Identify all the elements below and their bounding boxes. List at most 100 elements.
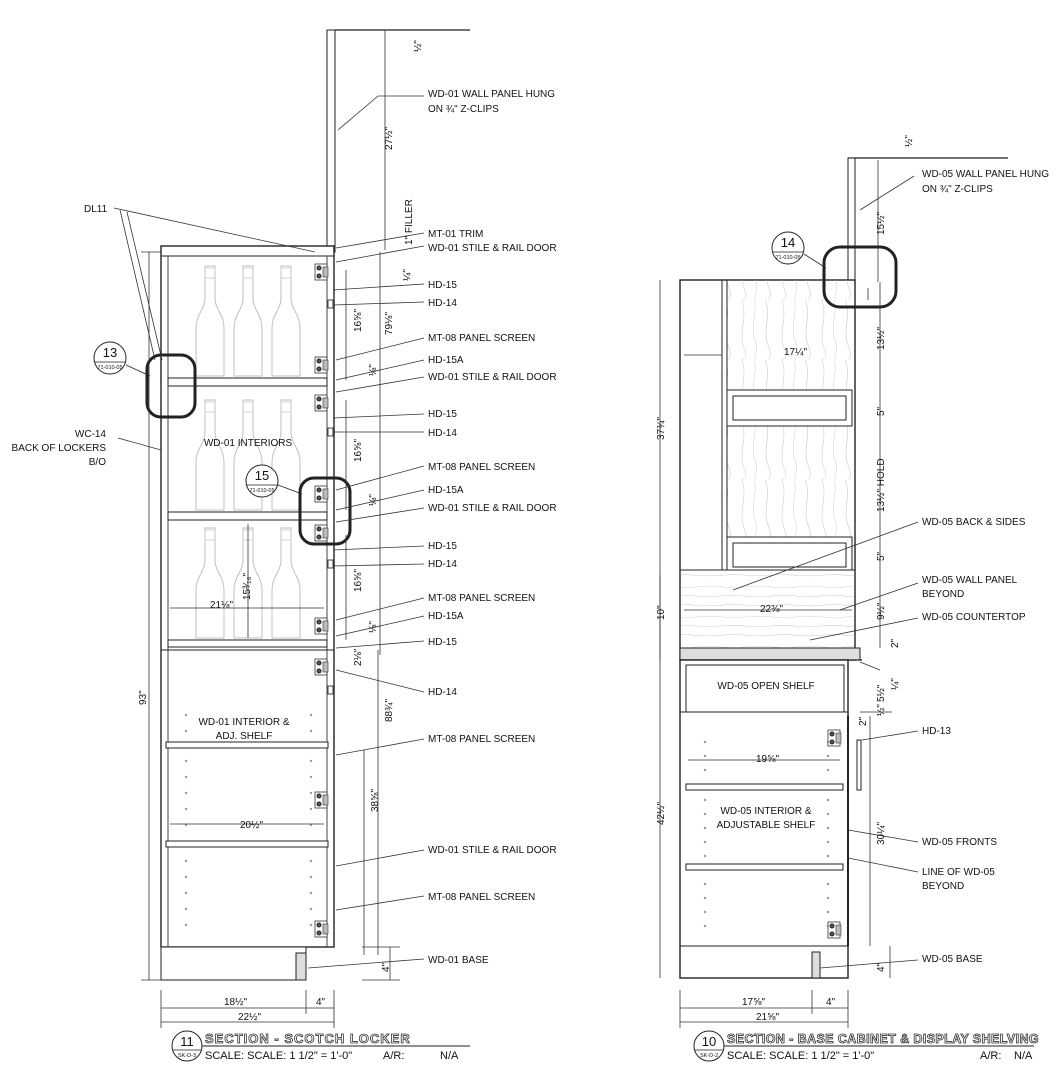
drawing-10-ar-value: N/A [1014,1050,1033,1062]
dim10-21: 21⅝" [756,1012,779,1023]
detail-15-ref: 71-010-05 [249,488,274,494]
dim-2: 2⅛" [353,648,364,666]
dim10-13-hold: 13½" HOLD [876,458,887,512]
base-cabinet-dimensions: ½" 15½" 17¼" 13½" 5" 37¾" 13½" HOLD 5" 2… [656,135,915,1023]
note-wd01-stile-4: WD-01 STILE & RAIL DOOR [428,845,557,856]
base-cabinet-notes: WD-05 WALL PANEL HUNG ON ¾" Z-CLIPS WD-0… [717,169,1050,965]
note-hd13: HD-13 [922,726,951,737]
note-wd01-stile-1: WD-01 STILE & RAIL DOOR [428,243,557,254]
note-wd05-open-shelf: WD-05 OPEN SHELF [717,681,814,692]
dim-79: 79⅛" [384,312,395,335]
note-hd15a-2: HD-15A [428,485,464,496]
drawing-11-ar-label: A/R: [383,1050,404,1062]
dim10-4: 4" [876,962,887,972]
note-wd01-wall-panel-1: WD-01 WALL PANEL HUNG [428,89,555,100]
detail-15-callout-box[interactable] [298,476,352,546]
detail-13-callout-box[interactable] [145,353,197,419]
note-hd14-2: HD-14 [428,428,457,439]
drawing-10-number: 10 [702,1034,716,1049]
note-wd05-interior-2: ADJUSTABLE SHELF [717,820,816,831]
note-wd05-wall-panel-2: ON ¾" Z-CLIPS [922,184,993,195]
note-wd05-wall-panel-beyond-1: WD-05 WALL PANEL [922,575,1018,586]
note-mt08-1: MT-08 PANEL SCREEN [428,333,535,344]
dim-quarter: ¼" [401,269,413,281]
note-filler: 1" FILLER [404,199,415,245]
dim10-2: 2" [890,638,901,648]
dim-16c: 16⅝" [353,569,364,592]
note-mt01-trim: MT-01 TRIM [428,229,483,240]
dim10-5b: 5" [876,551,887,561]
note-wc14-3: B/O [89,457,106,468]
dim10-10: 10" [656,605,667,620]
detail-15-number: 15 [255,468,269,483]
drawing-10-sheet-ref: SK-D-2 [700,1053,718,1059]
dim10-9: 9½" [876,602,887,620]
note-wd05-interior-1: WD-05 INTERIOR & [720,806,811,817]
dim10-15: 15½" [876,212,887,235]
note-wd05-base: WD-05 BASE [922,954,983,965]
note-wd05-wall-panel-1: WD-05 WALL PANEL HUNG [922,169,1049,180]
note-wd01-interior-shelf-2: ADJ. SHELF [216,731,273,742]
detail-13-bubble[interactable]: 13 71-010-05 [93,341,127,375]
detail-14-ref: 71-010-05 [775,255,800,261]
note-hd15-1: HD-15 [428,280,457,291]
detail-13-number: 13 [103,345,117,360]
note-wc14-2: BACK OF LOCKERS [12,443,107,454]
drawing-10-scale: SCALE: SCALE: 1 1/2" = 1'-0" [727,1050,874,1062]
note-hd14-3: HD-14 [428,559,457,570]
dim10-37: 37¾" [656,417,667,440]
dim-18: 18½" [224,997,247,1008]
dim-eighth-1: ⅛" [368,364,379,376]
dim-22: 22½" [238,1012,261,1023]
dim10-17: 17¼" [784,346,807,358]
dim-16a: 16⅝" [353,309,364,332]
note-hd15a-3: HD-15A [428,611,464,622]
scotch-locker-dimensions: ½" 27½" 79⅛" 16⅝" 16⅝" 16⅝" ⅛" ⅛" ⅛" ¼" … [138,40,424,1023]
note-wd05-wall-panel-beyond-2: BEYOND [922,589,964,600]
dim10-30: 30¼" [875,822,887,845]
dim10-half: ½" [876,704,887,716]
dim10-13a: 13½" [876,327,887,350]
detail-14-callout-box[interactable] [822,245,898,309]
note-mt08-4: MT-08 PANEL SCREEN [428,734,535,745]
drawing-11-scale: SCALE: SCALE: 1 1/2" = 1'-0" [205,1050,352,1062]
dim-21: 21⅛" [210,600,233,611]
dim-15: 15³⁄₁₆" [242,572,253,600]
dim-eighth-3: ⅛" [368,621,379,633]
note-mt08-3: MT-08 PANEL SCREEN [428,593,535,604]
dim10-42: 42½" [656,802,667,825]
wall-panel-upper [326,29,336,253]
dim-eighth-2: ⅛" [368,494,379,506]
detail-14-number: 14 [781,235,795,250]
drawing-10-title: SECTION - BASE CABINET & DISPLAY SHELVIN… [727,1032,1039,1046]
dim-38: 38⅝" [370,789,381,812]
dim10-top-half: ½" [904,135,915,147]
dim-20: 20½" [240,820,263,831]
locker-cabinet [160,245,335,948]
note-hd15a-1: HD-15A [428,355,464,366]
note-line-wd05-2: BEYOND [922,881,964,892]
dim10-17b: 17⅝" [742,997,765,1008]
detail-15-bubble[interactable]: 15 71-010-05 [245,464,279,498]
dim-27: 27½" [384,127,395,150]
dim10-5c: 5½" [876,684,887,702]
drawing-11-ar-value: N/A [440,1050,459,1062]
note-mt08-5: MT-08 PANEL SCREEN [428,892,535,903]
base-cabinet-section [659,157,1008,1028]
dim-88: 88¾" [384,699,395,722]
note-wd01-stile-2: WD-01 STILE & RAIL DOOR [428,372,557,383]
detail-14-bubble[interactable]: 14 71-010-05 [771,231,805,265]
drawing-10-ar-label: A/R: [980,1050,1001,1062]
drawing-11-number: 11 [180,1034,194,1049]
dim-4b: 4" [316,997,326,1008]
scotch-locker-section [113,29,470,1028]
drawing-11-title: SECTION - SCOTCH LOCKER [205,1031,411,1046]
note-wc14-1: WC-14 [75,429,107,440]
dim-93: 93" [138,690,149,705]
dim10-19: 19⅝" [756,754,779,765]
dim10-5a: 5" [876,406,887,416]
note-wd01-wall-panel-2: ON ¾" Z-CLIPS [428,104,499,115]
note-wd05-back-sides: WD-05 BACK & SIDES [922,517,1026,528]
note-wd05-countertop: WD-05 COUNTERTOP [922,612,1026,623]
